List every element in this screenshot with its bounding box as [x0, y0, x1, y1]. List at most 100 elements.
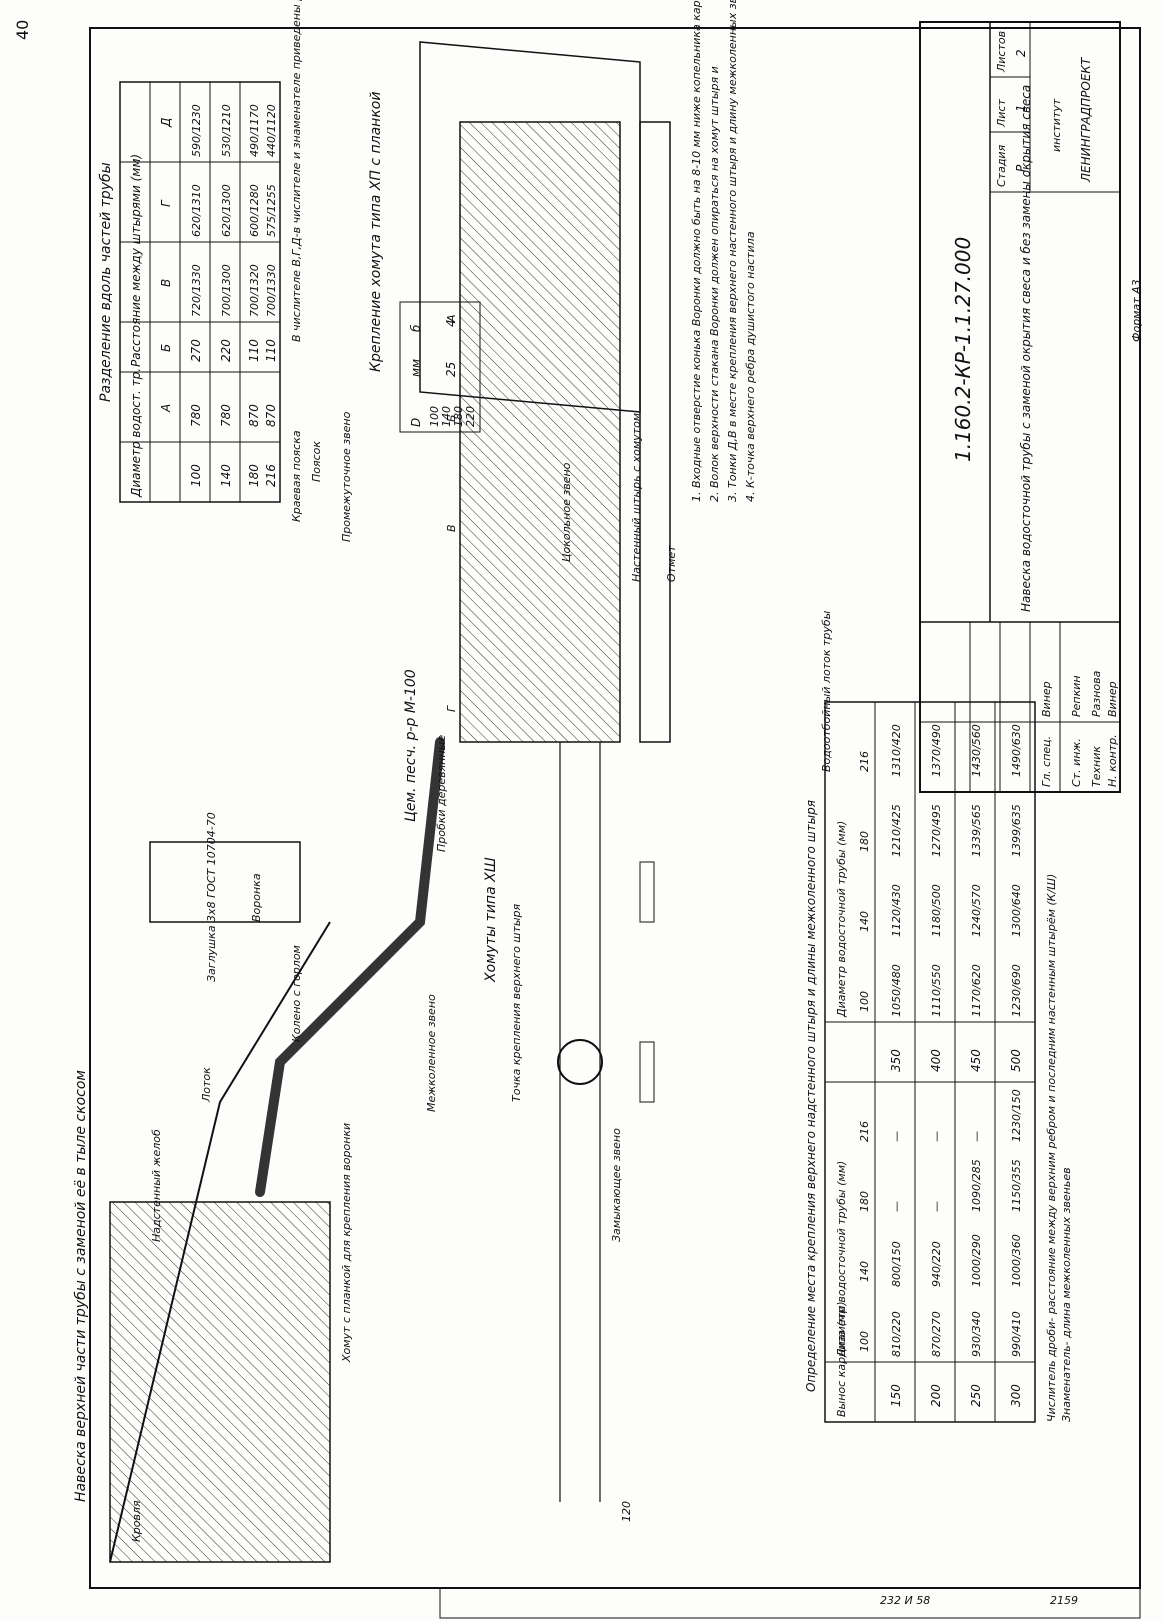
bt-cl-0: 100: [858, 1331, 871, 1352]
note-4: 4. К-точка верхнего ребра душистого наст…: [744, 231, 757, 502]
row-1-v: 700/1300: [220, 264, 233, 317]
bt-r0-l3: —: [890, 1131, 903, 1142]
tb-sheet-label: Лист: [995, 99, 1008, 128]
tb-role-3: Н. контр.: [1106, 734, 1119, 787]
col-g: Г: [159, 199, 173, 207]
label-kraevaya: Краевая пояска: [290, 430, 303, 522]
tb-inst: институт: [1050, 98, 1063, 152]
row-3-dd: 440/1120: [265, 104, 278, 157]
dim-b: Б: [445, 414, 458, 422]
bt-r1-r0: 1110/550: [930, 964, 943, 1017]
bt-r1-r1: 1180/500: [930, 884, 943, 937]
small-r1: 140: [440, 406, 453, 427]
bt-r2-l0: 930/340: [970, 1311, 983, 1357]
bt-head-d1: Диаметр водосточной трубы (мм): [835, 1161, 848, 1358]
row-0-b: 270: [189, 339, 203, 362]
bottom-table-title: Определение места крепления верхнего над…: [804, 800, 818, 1392]
clamp-bracket-icon-2: [639, 861, 655, 923]
row-2-g: 600/1280: [248, 184, 261, 237]
bottom-stamp: [439, 1587, 1141, 1619]
spacing-note: В числителе В,Г,Д-в числителе и знаменат…: [290, 0, 303, 342]
clamp-xp-title: Крепление хомута типа ХП с планкой: [368, 92, 384, 372]
bt-cl-1: 140: [858, 1261, 871, 1282]
bt-footnote-2: Знаменатель- длина межколенных звеньев: [1060, 1167, 1073, 1422]
stamp-0: 232 И 58: [880, 1594, 930, 1607]
page-number: 40: [13, 20, 32, 40]
bt-r2-r1: 1240/570: [970, 884, 983, 937]
row-1-g: 620/1300: [220, 184, 233, 237]
label-dim120: 120: [620, 1501, 633, 1522]
small-r3: 220: [464, 406, 477, 427]
tb-role-1: Ст. инж.: [1070, 738, 1083, 787]
row-3-a: 870: [264, 404, 278, 427]
row-3-b: 110: [264, 339, 278, 362]
label-probki: Пробки деревянные: [435, 735, 448, 852]
bt-r3-r2: 1399/635: [1010, 804, 1023, 857]
label-zamykayushchee: Замыкающее звено: [610, 1128, 623, 1242]
note-1: 1. Входные отверстие конька Воронки долж…: [690, 0, 703, 502]
row-1-d: 140: [219, 464, 233, 487]
row-0-a: 780: [189, 404, 203, 427]
tb-stage-label: Стадия: [995, 144, 1008, 187]
label-khomut: Хомут с планкой для крепления воронки: [340, 1123, 353, 1363]
row-3-g: 575/1255: [265, 184, 278, 237]
clamps-title: Хомуты типа ХШ: [483, 857, 499, 983]
bt-r1-l3: —: [930, 1131, 943, 1142]
label-krovlya: Кровля: [130, 1500, 143, 1542]
small-v2: 4: [444, 319, 458, 327]
small-table-frame: [399, 301, 481, 433]
dim-v: В: [445, 524, 458, 532]
label-lotok: Лоток: [200, 1067, 213, 1103]
roof-slope: [109, 921, 331, 1563]
row-2-d: 180: [247, 464, 261, 487]
clamp-bracket-icon: [639, 1041, 655, 1103]
label-tsokolnoe: Цокольное звено: [560, 462, 573, 562]
bt-r2-r2: 1339/565: [970, 804, 983, 857]
tb-org: ЛЕНИНГРАДПРОЕКТ: [1079, 56, 1093, 183]
bt-r2-l2: 1090/285: [970, 1159, 983, 1212]
bt-r0-l1: 800/150: [890, 1241, 903, 1287]
tb-role-2: Техник: [1090, 746, 1103, 787]
small-head-b: б: [409, 324, 423, 332]
bt-r3-l3: 1230/150: [1010, 1089, 1023, 1142]
funnel: [149, 841, 301, 923]
title-block-frame: [919, 21, 1121, 793]
bt-cr-2: 180: [858, 831, 871, 852]
bt-r2-r0: 1170/620: [970, 964, 983, 1017]
row-1-a: 780: [219, 404, 233, 427]
pipe-bend: [255, 737, 445, 1197]
label-promezhutochnoe: Промежуточное звено: [340, 411, 353, 542]
small-r0: 100: [428, 406, 441, 427]
bt-r3-m: 500: [1009, 1049, 1023, 1072]
note-2: 2. Волок верхности стакана Воронки долже…: [708, 66, 721, 502]
bt-r2-r3: 1430/560: [970, 724, 983, 777]
row-3-d: 216: [264, 464, 278, 487]
right-section-title: Разделение вдоль частей трубы: [98, 162, 114, 402]
bt-cl-2: 180: [858, 1191, 871, 1212]
bt-r2-l3: —: [970, 1131, 983, 1142]
tb-sheets-label: Листов: [995, 31, 1008, 73]
bt-r0-r2: 1210/425: [890, 804, 903, 857]
small-head-d: D: [409, 418, 423, 427]
clamp-xp-detail: Крепление хомута типа ХП с планкой D мм …: [368, 41, 641, 433]
title-code: 1.160.2-КР-1.1.27.000: [951, 237, 975, 462]
label-nadstennyi: Надстенный желоб: [150, 1129, 163, 1242]
bt-r1-l2: —: [930, 1201, 943, 1212]
title-block: 1.160.2-КР-1.1.27.000 Навеска водосточно…: [919, 21, 1143, 793]
bt-r0-l0: 810/220: [890, 1311, 903, 1357]
left-wall-hatch: [109, 1201, 331, 1563]
bt-r3-r1: 1300/640: [1010, 884, 1023, 937]
bt-r0-v: 150: [889, 1384, 903, 1407]
bt-r0-m: 350: [889, 1049, 903, 1072]
bt-r0-l2: —: [890, 1201, 903, 1212]
title-name: Навеска водосточной трубы с заменой окры…: [1019, 85, 1033, 612]
label-poyasok: Поясок: [310, 441, 323, 482]
tb-sheets: 2: [1014, 49, 1028, 57]
row-2-dd: 490/1170: [248, 104, 261, 157]
bt-r3-l0: 990/410: [1010, 1311, 1023, 1357]
clamp-detail: Хомуты типа ХШ: [483, 857, 655, 1103]
tb-stage: Р: [1014, 164, 1028, 172]
spacing-head-r: Расстояние между штырями (мм): [129, 154, 143, 367]
bt-cl-3: 216: [858, 1121, 871, 1142]
